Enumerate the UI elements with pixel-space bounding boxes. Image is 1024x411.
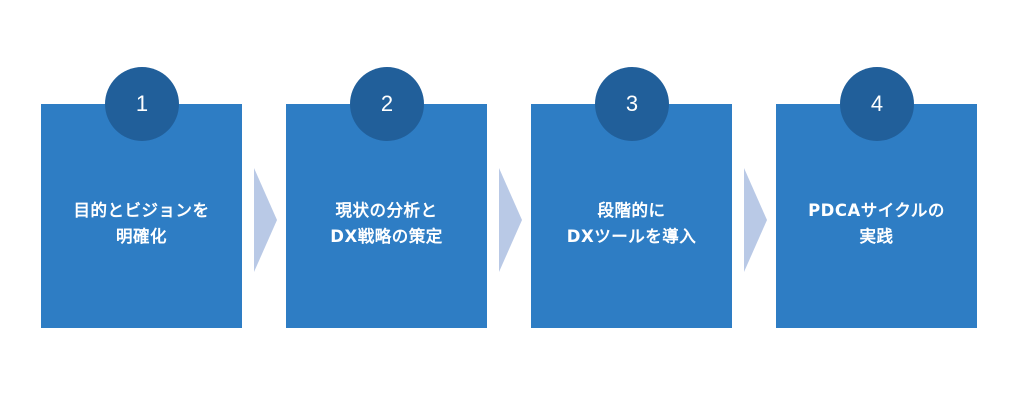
step-box-3: 段階的に DXツールを導入 — [531, 104, 732, 328]
step-box-4: PDCAサイクルの 実践 — [776, 104, 977, 328]
chevron-right-icon-3 — [744, 168, 767, 272]
step-label-2: 現状の分析と DX戦略の策定 — [330, 201, 443, 246]
step-label-4: PDCAサイクルの 実践 — [808, 201, 945, 246]
step-label-1: 目的とビジョンを 明確化 — [73, 201, 210, 246]
step-number-badge-3: 3 — [595, 67, 669, 141]
step-label-3: 段階的に DXツールを導入 — [566, 201, 697, 246]
step-box-2: 現状の分析と DX戦略の策定 — [286, 104, 487, 328]
step-box-1: 目的とビジョンを 明確化 — [41, 104, 242, 328]
chevron-right-icon-1 — [254, 168, 277, 272]
chevron-right-icon-2 — [499, 168, 522, 272]
step-number-badge-2: 2 — [350, 67, 424, 141]
step-number-badge-4: 4 — [840, 67, 914, 141]
step-number-badge-1: 1 — [105, 67, 179, 141]
